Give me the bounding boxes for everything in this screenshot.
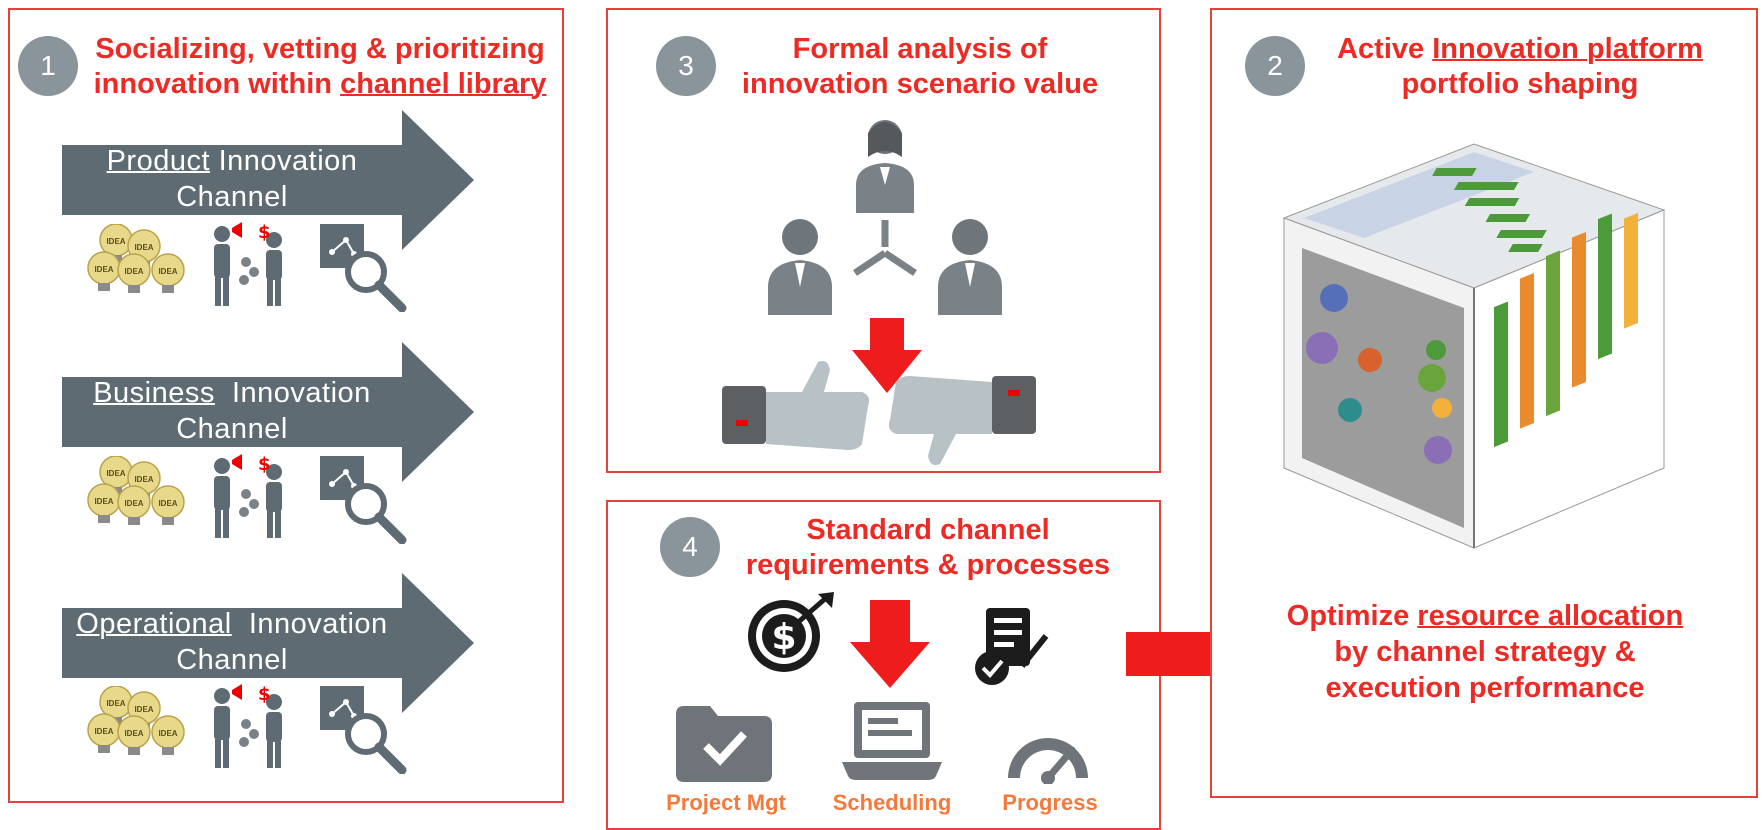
label-project-mgt: Project Mgt [666,790,786,815]
search-analytics-icon [320,224,407,312]
people-discussion-icon: $ [214,222,282,306]
label-scheduling: Scheduling [832,790,952,815]
idea-label: IDEA [158,729,177,738]
panel2-title: Active Innovation platform portfolio sha… [1310,32,1730,102]
idea-label: IDEA [158,499,177,508]
money-target-icon: $ [748,592,834,672]
step-number-3: 3 [656,36,716,96]
team-network-icon [768,120,1002,315]
channel-label-business: Business Innovation Channel [93,377,371,445]
idea-label: IDEA [106,237,125,246]
panel4-title-line2: requirements & processes [745,549,1111,581]
down-arrow-icon-2 [850,600,930,688]
panel2-title-line2: portfolio shaping [1401,68,1639,100]
idea-label: IDEA [158,267,177,276]
label-progress: Progress [1002,790,1098,815]
idea-label: IDEA [94,265,113,274]
idea-label: IDEA [124,267,143,276]
idea-label: IDEA [106,699,125,708]
search-analytics-icon [320,686,407,774]
step-number-1: 1 [18,36,78,96]
optimize-text: Optimize resource allocation by channel … [1250,598,1720,706]
channel-label-product: Product Innovation Channel [106,145,358,213]
panel3-title: Formal analysis of innovation scenario v… [700,32,1140,102]
idea-label: IDEA [94,727,113,736]
panel4-title-line1: Standard channel [806,514,1050,546]
idea-bulbs-icon: IDEA IDEA IDEA IDEA IDEA [87,456,185,525]
idea-label: IDEA [94,497,113,506]
innovation-platform-link: Innovation platform [1432,33,1703,65]
panel1-title-line1: Socializing, vetting & prioritizing [95,33,545,65]
idea-label: IDEA [106,469,125,478]
channel-arrow-product [62,110,474,250]
panel1-title-line2: innovation within channel library [93,68,547,100]
panel4-title: Standard channel requirements & processe… [718,513,1138,583]
optimize-line1: Optimize resource allocation [1286,600,1684,632]
channel-label-operational: Operational Innovation Channel [76,608,388,676]
svg-text:$: $ [258,222,271,243]
document-check-icon [975,608,1049,685]
thumbs-up-icon [722,361,870,450]
svg-text:$: $ [771,617,796,658]
idea-bulbs-icon: IDEA IDEA IDEA IDEA IDEA [87,686,185,755]
search-analytics-icon [320,456,407,544]
channel-arrow-business [62,342,474,482]
svg-text:$: $ [258,684,271,705]
portfolio-cube-graphic [1282,143,1666,549]
channel-library-link: channel library [340,68,547,100]
idea-label: IDEA [134,243,153,252]
laptop-schedule-icon [842,702,942,780]
down-arrow-icon [852,318,922,393]
svg-text:$: $ [258,454,271,475]
optimize-line2: by channel strategy & [1334,636,1636,668]
idea-label: IDEA [134,705,153,714]
resource-allocation-link: resource allocation [1417,600,1684,632]
idea-bulbs-icon: IDEA IDEA IDEA IDEA IDEA [87,224,185,293]
panel1-title: Socializing, vetting & prioritizing inno… [80,32,560,102]
idea-label: IDEA [134,475,153,484]
progress-gauge-icon [1008,738,1088,784]
idea-label: IDEA [124,499,143,508]
panel3-title-line2: innovation scenario value [741,68,1099,100]
step-number-2: 2 [1245,36,1305,96]
people-discussion-icon: $ [214,454,282,538]
step-number-4: 4 [660,517,720,577]
panel3-title-line1: Formal analysis of [792,33,1048,65]
folder-check-icon [676,706,772,782]
idea-label: IDEA [124,729,143,738]
thumbs-down-icon [888,376,1036,465]
optimize-line3: execution performance [1325,672,1645,704]
panel2-title-line1: Active Innovation platform [1337,33,1703,65]
people-discussion-icon: $ [214,684,282,768]
channel-arrow-operational [62,573,474,713]
